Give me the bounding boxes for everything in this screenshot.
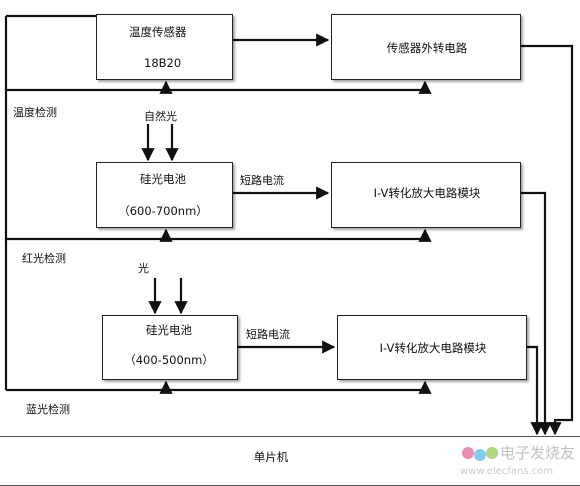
red-detect-label: 红光检测 (22, 252, 66, 265)
blue-cell-range: （400-500nm） (124, 353, 214, 367)
red-amp-label: I-V转化放大电路模块 (373, 186, 481, 200)
mcu-label: 单片机 (253, 450, 289, 464)
red-cell-range: （600-700nm） (118, 204, 208, 218)
line-red-amp-to-mcu (521, 191, 552, 436)
red-cell-title: 硅光电池 (140, 172, 186, 186)
temp-sensor-title: 温度传感器 (129, 25, 187, 39)
temp-sensor-box: 温度传感器 18B20 (96, 14, 233, 80)
blue-detect-label: 蓝光检测 (26, 403, 70, 416)
sensor-circuit-label: 传感器外转电路 (386, 41, 468, 55)
blue-cell-box: 硅光电池 （400-500nm） (102, 315, 238, 380)
temp-detect-label: 温度检测 (13, 106, 57, 119)
line-circuit-to-mcu (521, 44, 574, 436)
red-amp-box: I-V转化放大电路模块 (331, 162, 521, 228)
blue-amp-label: I-V转化放大电路模块 (379, 341, 487, 355)
red-current-label: 短路电流 (240, 174, 284, 187)
watermark-logo: 电子发烧友 www.elecfans.com (460, 444, 575, 477)
temp-sensor-model: 18B20 (144, 56, 182, 70)
watermark-url: www.elecfans.com (460, 466, 553, 477)
line-blue-amp-to-mcu (527, 345, 544, 436)
blue-current-label: 短路电流 (246, 328, 290, 341)
watermark-text: 电子发烧友 (500, 444, 575, 462)
blue-amp-box: I-V转化放大电路模块 (337, 315, 527, 380)
line-red-detect (6, 228, 432, 242)
blue-cell-title: 硅光电池 (146, 323, 192, 337)
line-temp-detect (6, 80, 432, 94)
light-label: 光 (138, 262, 149, 275)
line-blue-detect (6, 380, 432, 394)
natural-light-label: 自然光 (144, 110, 177, 123)
sensor-circuit-box: 传感器外转电路 (331, 14, 521, 80)
red-cell-box: 硅光电池 （600-700nm） (96, 162, 233, 228)
